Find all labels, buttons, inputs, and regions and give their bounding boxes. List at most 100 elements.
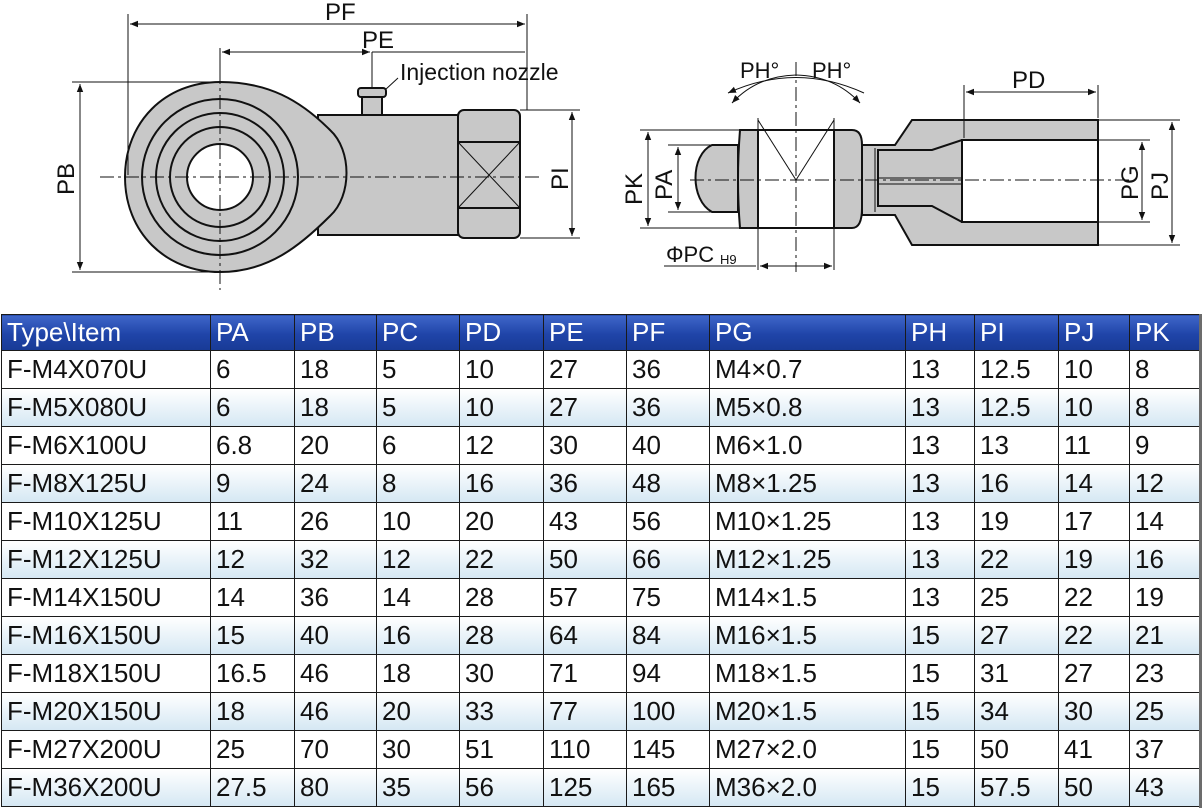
table-cell: 20	[459, 502, 544, 541]
table-cell: M27×2.0	[709, 730, 906, 769]
table-cell: 11	[1058, 426, 1130, 465]
table-cell: 13	[905, 502, 975, 541]
table-cell: 46	[294, 692, 377, 731]
table-cell: 22	[1058, 578, 1130, 617]
table-cell: 15	[210, 616, 295, 655]
table-cell: 18	[294, 388, 377, 427]
dim-pc-label: ΦPC	[666, 242, 714, 267]
table-cell: 41	[1058, 730, 1130, 769]
table-cell: 15	[905, 768, 975, 807]
table-cell: 13	[905, 426, 975, 465]
table-cell: 14	[376, 578, 460, 617]
table-cell: 27	[543, 350, 627, 389]
table-cell: 19	[1058, 540, 1130, 579]
table-cell: 6	[376, 426, 460, 465]
table-cell: 56	[626, 502, 710, 541]
table-cell: 27	[1058, 654, 1130, 693]
technical-drawing: PF PE Injection nozzle PB PI	[0, 0, 1202, 312]
dim-pd-label: PD	[1012, 67, 1045, 94]
column-header-pd: PD	[459, 314, 544, 351]
table-cell: 43	[1129, 768, 1202, 807]
table-cell: 50	[1058, 768, 1130, 807]
table-cell: 56	[459, 768, 544, 807]
table-cell: 37	[1129, 730, 1202, 769]
table-cell: M4×0.7	[709, 350, 906, 389]
column-header-pg: PG	[709, 314, 906, 351]
table-cell: 16	[376, 616, 460, 655]
table-cell: 15	[905, 730, 975, 769]
table-cell: 80	[294, 768, 377, 807]
table-cell: 9	[1129, 426, 1202, 465]
table-cell: 100	[626, 692, 710, 731]
table-cell: 19	[974, 502, 1059, 541]
table-shadow	[1199, 314, 1202, 808]
table-cell: F-M4X070U	[1, 350, 211, 389]
table-cell: 33	[459, 692, 544, 731]
table-cell: 16	[459, 464, 544, 503]
table-cell: 50	[974, 730, 1059, 769]
table-cell: 10	[459, 350, 544, 389]
table-cell: M6×1.0	[709, 426, 906, 465]
table-cell: 16	[974, 464, 1059, 503]
table-cell: 28	[459, 616, 544, 655]
dim-pa-label: PA	[651, 170, 678, 200]
table-cell: 15	[905, 692, 975, 731]
table-cell: F-M27X200U	[1, 730, 211, 769]
table-cell: 13	[905, 578, 975, 617]
table-cell: 40	[626, 426, 710, 465]
table-cell: 71	[543, 654, 627, 693]
table-cell: 16	[1129, 540, 1202, 579]
table-cell: F-M5X080U	[1, 388, 211, 427]
table-cell: 12.5	[974, 350, 1059, 389]
table-cell: M18×1.5	[709, 654, 906, 693]
table-cell: F-M10X125U	[1, 502, 211, 541]
table-cell: 77	[543, 692, 627, 731]
table-cell: 20	[376, 692, 460, 731]
rod-end-section-view	[694, 119, 1099, 246]
table-cell: 36	[294, 578, 377, 617]
table-cell: M14×1.5	[709, 578, 906, 617]
table-cell: 26	[294, 502, 377, 541]
table-cell: 16.5	[210, 654, 295, 693]
table-cell: M10×1.25	[709, 502, 906, 541]
table-cell: 43	[543, 502, 627, 541]
table-cell: 12.5	[974, 388, 1059, 427]
table-cell: M5×0.8	[709, 388, 906, 427]
table-cell: 13	[974, 426, 1059, 465]
table-cell: 36	[626, 350, 710, 389]
table-cell: 27	[543, 388, 627, 427]
table-cell: 12	[376, 540, 460, 579]
table-cell: 10	[1058, 350, 1130, 389]
table-cell: F-M36X200U	[1, 768, 211, 807]
table-cell: 30	[376, 730, 460, 769]
table-cell: 15	[905, 616, 975, 655]
table-cell: 66	[626, 540, 710, 579]
table-cell: 8	[376, 464, 460, 503]
table-cell: 18	[294, 350, 377, 389]
table-cell: 12	[210, 540, 295, 579]
table-cell: 25	[974, 578, 1059, 617]
table-cell: 22	[974, 540, 1059, 579]
table-cell: 8	[1129, 388, 1202, 427]
table-cell: 14	[1129, 502, 1202, 541]
table-cell: M16×1.5	[709, 616, 906, 655]
dim-pi-label: PI	[547, 167, 574, 190]
column-header-pi: PI	[974, 314, 1059, 351]
table-cell: 10	[459, 388, 544, 427]
table-cell: 6.8	[210, 426, 295, 465]
table-cell: 13	[905, 464, 975, 503]
column-header-type: Type\Item	[1, 314, 211, 351]
table-cell: 11	[210, 502, 295, 541]
column-header-pk: PK	[1129, 314, 1202, 351]
table-cell: 14	[210, 578, 295, 617]
table-cell: 5	[376, 388, 460, 427]
table-cell: F-M12X125U	[1, 540, 211, 579]
table-cell: 6	[210, 350, 295, 389]
